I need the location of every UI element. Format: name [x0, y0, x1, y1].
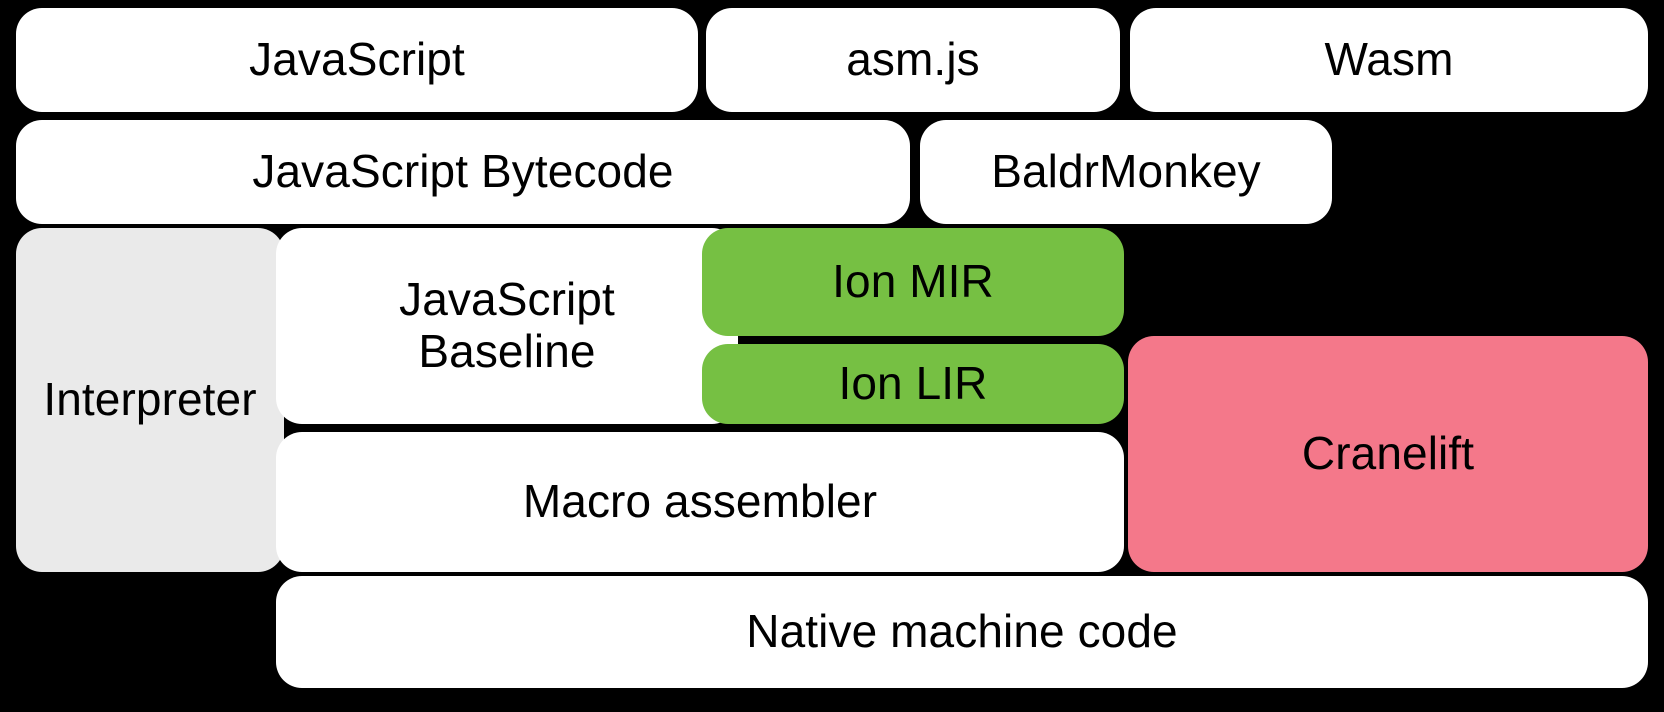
node-wasm[interactable]: Wasm: [1130, 8, 1648, 112]
node-native-machine-code[interactable]: Native machine code: [276, 576, 1648, 688]
node-ion-mir[interactable]: Ion MIR: [702, 228, 1124, 336]
node-javascript-baseline[interactable]: JavaScript Baseline: [276, 228, 738, 424]
node-javascript-bytecode[interactable]: JavaScript Bytecode: [16, 120, 910, 224]
node-interpreter[interactable]: Interpreter: [16, 228, 284, 572]
node-asm-js[interactable]: asm.js: [706, 8, 1120, 112]
node-baldrmonkey[interactable]: BaldrMonkey: [920, 120, 1332, 224]
node-cranelift[interactable]: Cranelift: [1128, 336, 1648, 572]
node-macro-assembler[interactable]: Macro assembler: [276, 432, 1124, 572]
node-ion-lir[interactable]: Ion LIR: [702, 344, 1124, 424]
node-javascript[interactable]: JavaScript: [16, 8, 698, 112]
